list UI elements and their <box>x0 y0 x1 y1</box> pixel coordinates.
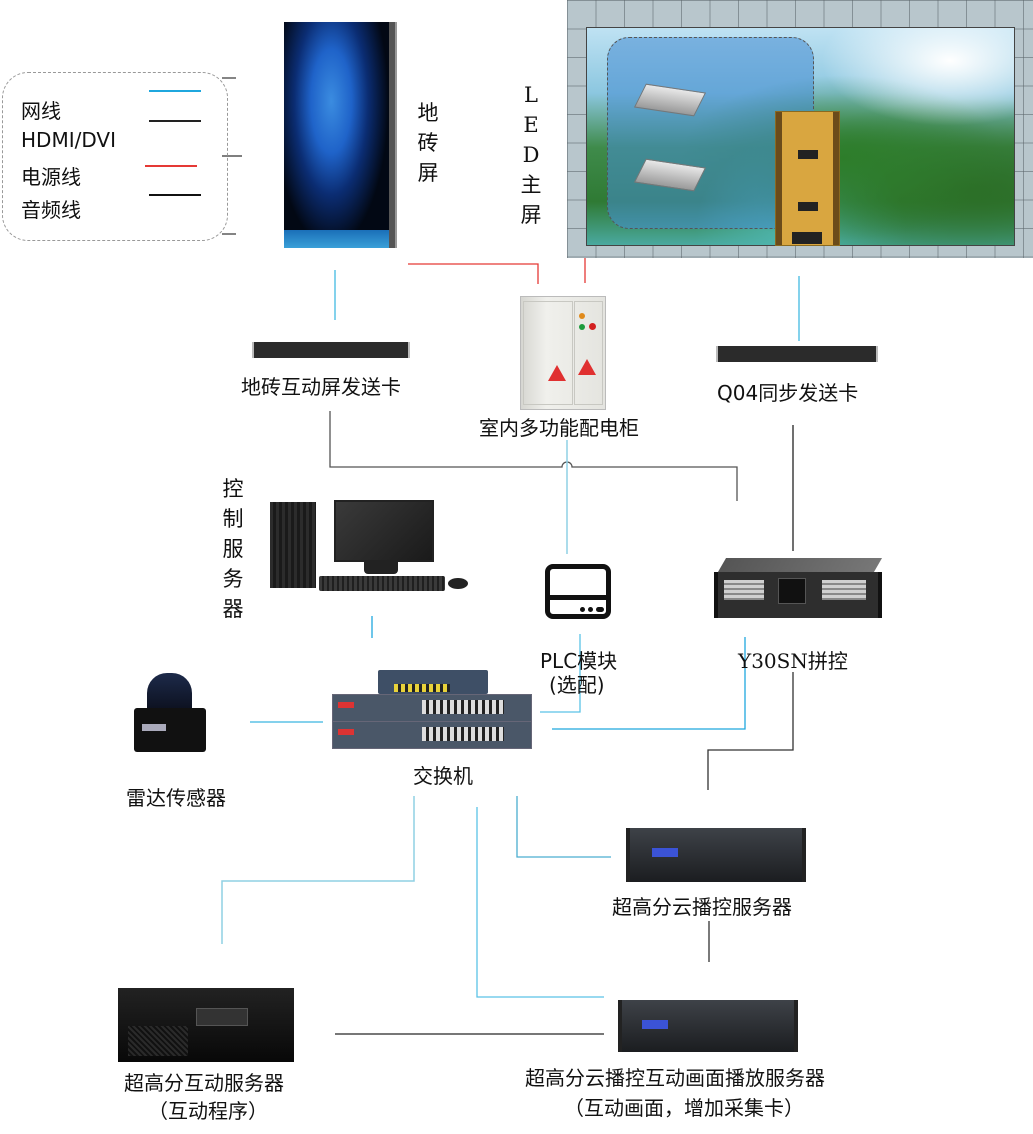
lcd-panel <box>642 1020 668 1029</box>
cloud-server-image <box>626 828 806 882</box>
hdmi-line-y30-cloud <box>707 672 794 790</box>
lcd-panel <box>652 848 678 857</box>
legend-label-hdmi: HDMI/DVI <box>21 128 116 152</box>
monitor-stand <box>364 560 398 574</box>
legend-label-power: 电源线 <box>21 165 81 189</box>
power-cabinet-image <box>520 296 606 410</box>
radar-sensor-base <box>134 708 206 752</box>
legend-swatch-hdmi <box>149 120 201 122</box>
interactive-server-label: 超高分互动服务器 <box>124 1071 284 1095</box>
floor-screen-base <box>284 230 389 248</box>
legend-swatch-power <box>145 165 197 167</box>
plc-module-icon <box>545 564 611 619</box>
legend-swatch-audio <box>149 194 201 196</box>
network-switch-image <box>332 670 532 750</box>
network-line-switch-y30 <box>552 637 746 730</box>
led-main-label: LED主屏 <box>520 83 542 227</box>
mouse-image <box>448 578 468 589</box>
led-components-overlay <box>607 37 840 246</box>
pc-tower-image <box>270 502 316 588</box>
legend-label-audio: 音频线 <box>21 198 81 222</box>
power-supply-unit <box>633 158 707 192</box>
floor-sender-card-image <box>252 342 410 358</box>
keyboard-image <box>319 576 445 591</box>
indicator-light-icon <box>579 313 585 319</box>
cabinet-door-right <box>574 301 603 405</box>
cabinet-door-left <box>523 301 573 405</box>
q04-sender-label: Q04同步发送卡 <box>717 381 859 405</box>
y30sn-label: Y30SN拼控 <box>738 649 848 673</box>
floor-sender-label: 地砖互动屏发送卡 <box>241 375 401 399</box>
legend-bracket <box>222 77 242 235</box>
plc-label: PLC模块 <box>540 649 618 673</box>
monitor-image <box>334 500 434 562</box>
radar-logo <box>142 724 166 731</box>
led-main-screen-image <box>567 0 1033 258</box>
playback-server-sublabel: （互动画面，增加采集卡） <box>564 1096 804 1120</box>
vent-grille <box>128 1026 188 1056</box>
warning-icon <box>548 365 566 381</box>
receiving-card-board <box>775 111 840 246</box>
warning-icon <box>578 359 596 375</box>
floor-tile-screen-image <box>284 22 395 248</box>
network-line-switch-cloud <box>516 796 611 858</box>
cloud-server-label: 超高分云播控服务器 <box>612 895 792 919</box>
network-line-switch-interactive <box>221 796 415 944</box>
stop-button-icon <box>589 323 596 330</box>
power-line-floor-screen <box>408 263 539 284</box>
legend-box: 网线 HDMI/DVI 电源线 音频线 <box>2 72 228 241</box>
radar-label: 雷达传感器 <box>126 786 226 810</box>
interactive-server-image <box>118 988 294 1062</box>
legend-swatch-network <box>149 90 201 92</box>
q04-sender-card-image <box>716 346 878 362</box>
plc-sublabel: (选配) <box>549 673 605 697</box>
power-supply-unit <box>633 83 707 117</box>
playback-server-label: 超高分云播控互动画面播放服务器 <box>525 1066 825 1090</box>
playback-server-image <box>618 1000 798 1052</box>
control-server-label: 控制服务器 <box>222 477 244 621</box>
legend-label-network: 网线 <box>21 99 61 123</box>
network-line-switch-plc <box>540 634 581 713</box>
floor-screen-label: 地砖屏 <box>417 101 439 185</box>
radar-sensor-head <box>147 673 192 713</box>
switch-label: 交换机 <box>413 764 473 788</box>
power-cabinet-label: 室内多功能配电柜 <box>479 416 639 440</box>
network-line-switch-playback <box>476 807 604 998</box>
dvd-drive <box>196 1008 248 1026</box>
interactive-server-sublabel: （互动程序） <box>148 1099 268 1123</box>
start-button-icon <box>579 324 585 330</box>
y30sn-splicer-image <box>710 558 883 622</box>
